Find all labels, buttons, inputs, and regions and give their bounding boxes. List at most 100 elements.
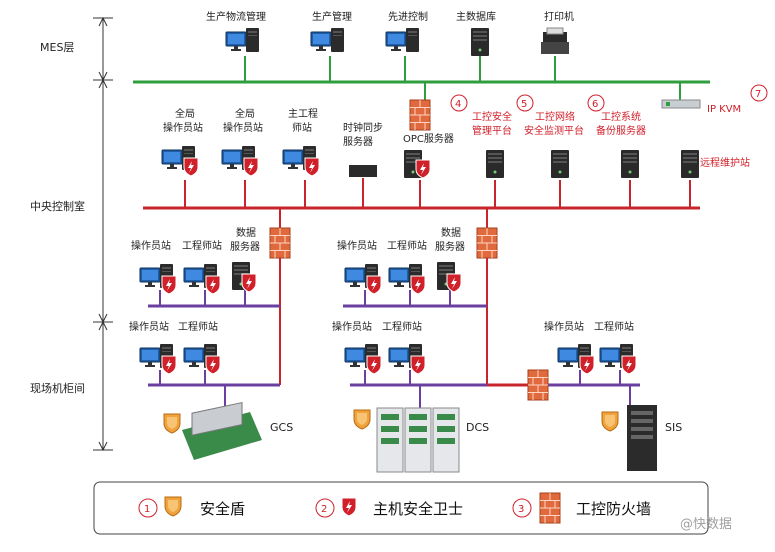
firewall-icon	[269, 227, 291, 259]
label-opc-server: OPC服务器	[403, 132, 454, 145]
legend-item-firewall: 3 工控防火墙	[512, 492, 651, 524]
host-guard-icon	[241, 273, 257, 293]
mes-apc-workstation[interactable]	[385, 27, 420, 53]
label-sis: SIS	[665, 421, 682, 434]
mes-label-printer: 打印机	[544, 10, 574, 23]
host-guard-icon	[410, 355, 426, 375]
label-global-2-l1: 全局	[235, 107, 255, 120]
host-guard-icon	[304, 157, 320, 177]
firewall-icon	[476, 227, 498, 259]
label-eng-station: 工程师站	[178, 320, 218, 333]
zone-bracket	[93, 16, 113, 452]
svg-text:7: 7	[755, 89, 761, 100]
host-guard-icon	[205, 355, 221, 375]
host-guard-icon	[205, 275, 221, 295]
mes-label-production: 生产管理	[312, 10, 352, 23]
mes-label-logistics: 生产物流管理	[206, 10, 266, 23]
host-guard-icon	[621, 355, 637, 375]
legend-item-shield: 1 安全盾	[138, 496, 245, 518]
zone-label-control-room: 中央控制室	[30, 199, 85, 213]
firewall-icon	[539, 492, 561, 524]
label-op-station: 操作员站	[337, 239, 377, 252]
host-guard-icon	[415, 159, 431, 179]
svg-text:4: 4	[455, 99, 461, 110]
circle-num-7: 7	[750, 84, 768, 102]
label-op-station: 操作员站	[332, 320, 372, 333]
label-dcs: DCS	[466, 421, 489, 434]
ip-kvm-device[interactable]	[661, 99, 701, 109]
host-guard-icon	[446, 273, 462, 293]
svg-text:工控防火墙: 工控防火墙	[576, 500, 651, 518]
safety-shield-icon	[163, 413, 181, 434]
svg-text:6: 6	[592, 99, 598, 110]
safety-shield-icon	[164, 496, 182, 517]
label-server: 服务器	[230, 240, 260, 253]
mes-logistics-workstation[interactable]	[225, 27, 260, 53]
label-ip-kvm: IP KVM	[707, 104, 741, 115]
label-op-station: 操作员站	[131, 239, 171, 252]
label-ics-monitor-l2: 安全监测平台	[524, 124, 584, 137]
label-eng-station: 工程师站	[594, 320, 634, 333]
gcs-controller[interactable]	[182, 401, 262, 460]
label-op-station: 操作员站	[544, 320, 584, 333]
field-drops	[364, 290, 451, 306]
label-data: 数据	[441, 226, 461, 239]
ics-monitor-server[interactable]	[551, 150, 569, 178]
label-ics-backup-l2: 备份服务器	[596, 124, 646, 137]
svg-text:3: 3	[518, 504, 524, 515]
remote-maintenance-server[interactable]	[681, 150, 699, 178]
master-db-server[interactable]	[471, 28, 489, 56]
label-server: 服务器	[435, 240, 465, 253]
label-data: 数据	[236, 226, 256, 239]
label-ics-monitor-l1: 工控网络	[535, 110, 575, 123]
ics-backup-server[interactable]	[621, 150, 639, 178]
label-op-station: 操作员站	[129, 320, 169, 333]
host-guard-icon	[366, 275, 382, 295]
host-guard-icon	[366, 355, 382, 375]
firewall-icon	[409, 99, 431, 131]
mes-production-workstation[interactable]	[310, 27, 345, 53]
field-drops	[159, 370, 631, 410]
label-ics-mgmt-l2: 管理平台	[472, 124, 512, 137]
circle-num-6: 6	[587, 94, 605, 112]
label-eng-station: 工程师站	[182, 239, 222, 252]
host-guard-icon	[161, 355, 177, 375]
zone-label-field-cabinet: 现场机柜间	[30, 381, 85, 395]
label-eng-station: 工程师站	[382, 320, 422, 333]
mes-label-master-db: 主数据库	[456, 10, 496, 23]
circle-num-4: 4	[450, 94, 468, 112]
clock-sync-server[interactable]	[349, 165, 377, 177]
host-guard-icon	[341, 497, 357, 517]
dcs-cabinet[interactable]	[376, 407, 460, 473]
zone-label-mes: MES层	[40, 41, 74, 54]
sis-cabinet[interactable]	[627, 405, 657, 471]
label-main-eng-l1: 主工程	[288, 108, 318, 120]
label-global-2-l2: 操作员站	[223, 121, 263, 134]
safety-shield-icon	[601, 411, 619, 432]
svg-text:1: 1	[144, 504, 150, 515]
field-drops	[159, 290, 246, 306]
label-ics-backup-l1: 工控系统	[601, 110, 641, 123]
label-ics-mgmt-l1: 工控安全	[472, 110, 512, 123]
host-guard-icon	[243, 157, 259, 177]
label-global-1-l2: 操作员站	[163, 121, 203, 134]
host-guard-icon	[161, 275, 177, 295]
printer-icon[interactable]	[541, 27, 569, 54]
svg-text:安全盾: 安全盾	[200, 500, 245, 518]
circle-num-5: 5	[516, 94, 534, 112]
svg-text:2: 2	[321, 504, 327, 515]
svg-text:5: 5	[521, 99, 527, 110]
label-gcs: GCS	[270, 421, 293, 434]
safety-shield-icon	[353, 409, 371, 430]
watermark: @快数据	[680, 517, 732, 532]
firewall-icon	[527, 369, 549, 401]
label-clock-l2: 服务器	[343, 135, 373, 148]
legend-item-host-guard: 2 主机安全卫士	[315, 497, 463, 518]
label-remote-station: 远程维护站	[700, 156, 750, 169]
host-guard-icon	[579, 355, 595, 375]
label-main-eng-l2: 师站	[292, 121, 312, 134]
host-guard-icon	[183, 157, 199, 177]
mes-label-apc: 先进控制	[388, 10, 428, 23]
ics-security-mgmt-server[interactable]	[486, 150, 504, 178]
